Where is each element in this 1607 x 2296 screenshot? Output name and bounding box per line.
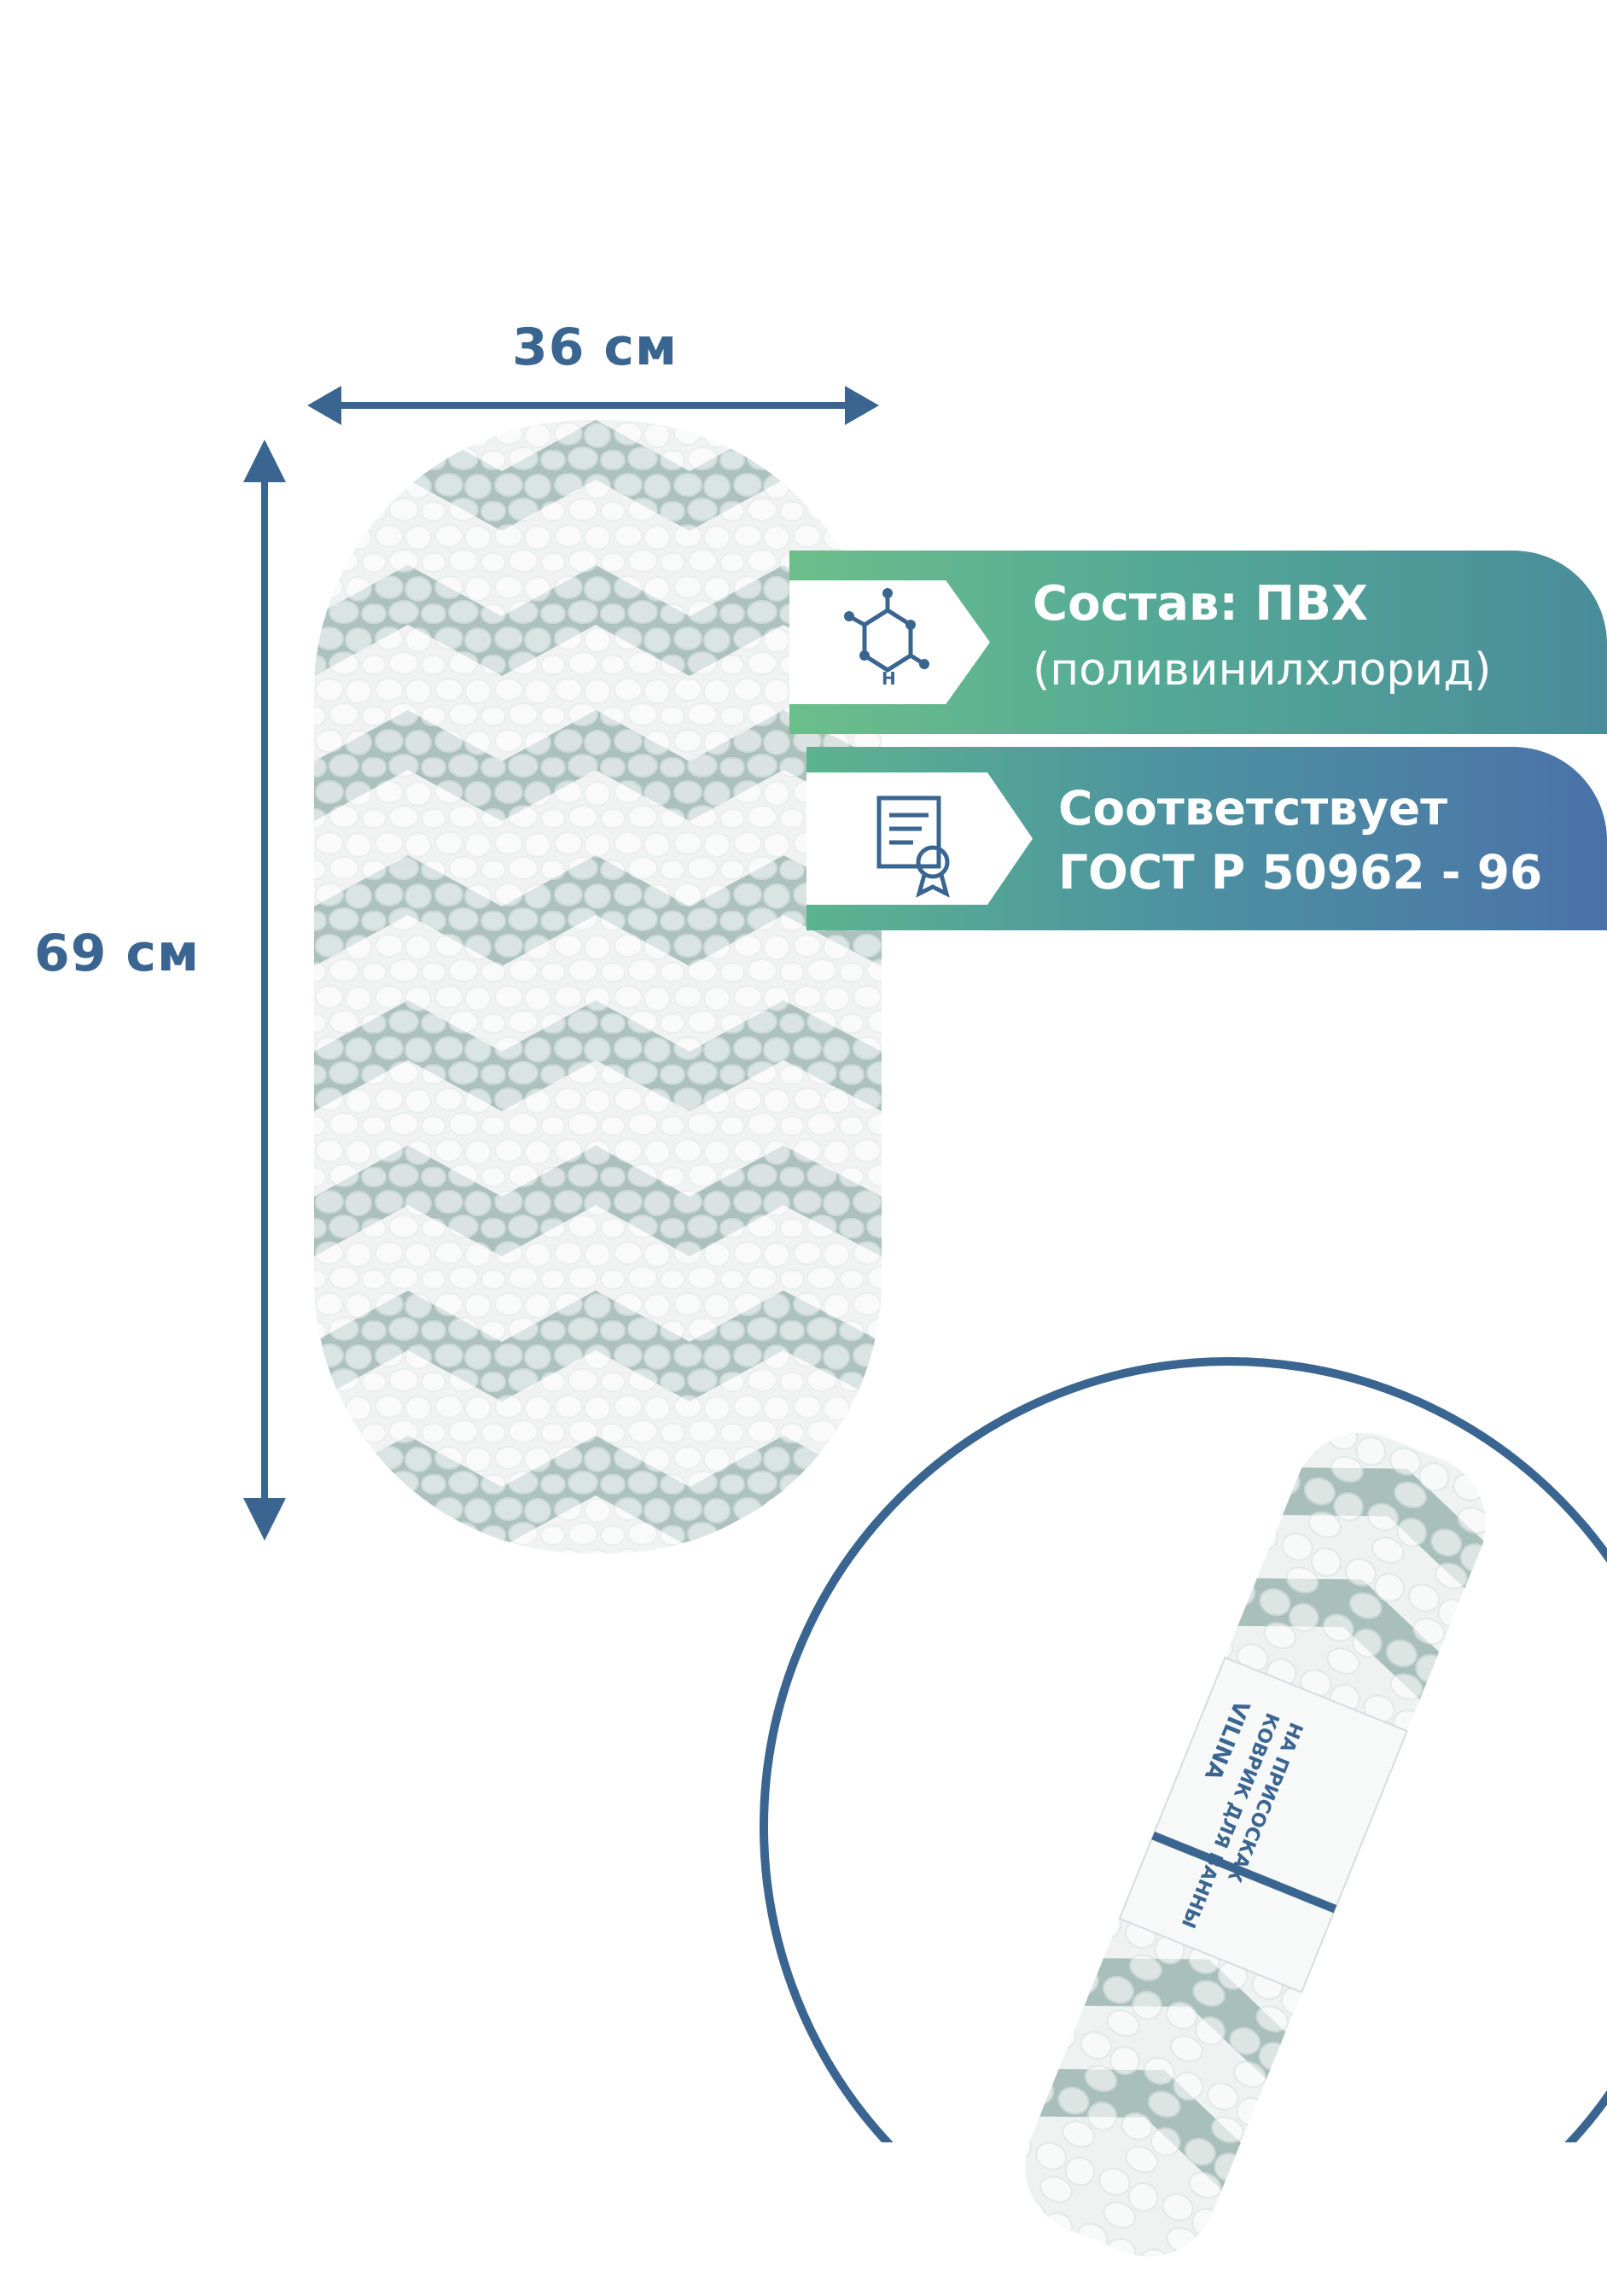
certification-line-1: Соответствует [1058, 781, 1448, 836]
height-arrow [243, 440, 286, 1541]
height-dimension-label: 69 см [34, 924, 200, 983]
width-dimension-label: 36 см [512, 318, 678, 377]
inset-circle-outline [760, 1357, 1607, 2142]
bath-mat-image [314, 420, 882, 1553]
svg-text:H: H [882, 668, 896, 689]
bath-mat-pattern [314, 420, 882, 1553]
composition-banner: H Состав: ПВХ (поливинилхлорид) [789, 551, 1607, 734]
width-arrow [307, 386, 879, 425]
composition-subtitle: (поливинилхлорид) [1033, 644, 1492, 696]
certificate-icon [876, 795, 950, 898]
composition-title: Состав: ПВХ [1033, 576, 1369, 632]
composition-icon-tab: H [789, 580, 990, 704]
certification-line-2: ГОСТ Р 50962 - 96 [1058, 845, 1543, 900]
certification-banner: Соответствует ГОСТ Р 50962 - 96 [806, 747, 1607, 930]
rolled-mat-inset: VILINA КОВРИК ДЛЯ ВАННЫ НА ПРИСОСКАХ [760, 1357, 1607, 2296]
molecule-icon: H [844, 588, 929, 689]
certification-icon-tab [806, 772, 1033, 905]
rolled-mat-image: VILINA КОВРИК ДЛЯ ВАННЫ НА ПРИСОСКАХ [1025, 1432, 1486, 2257]
